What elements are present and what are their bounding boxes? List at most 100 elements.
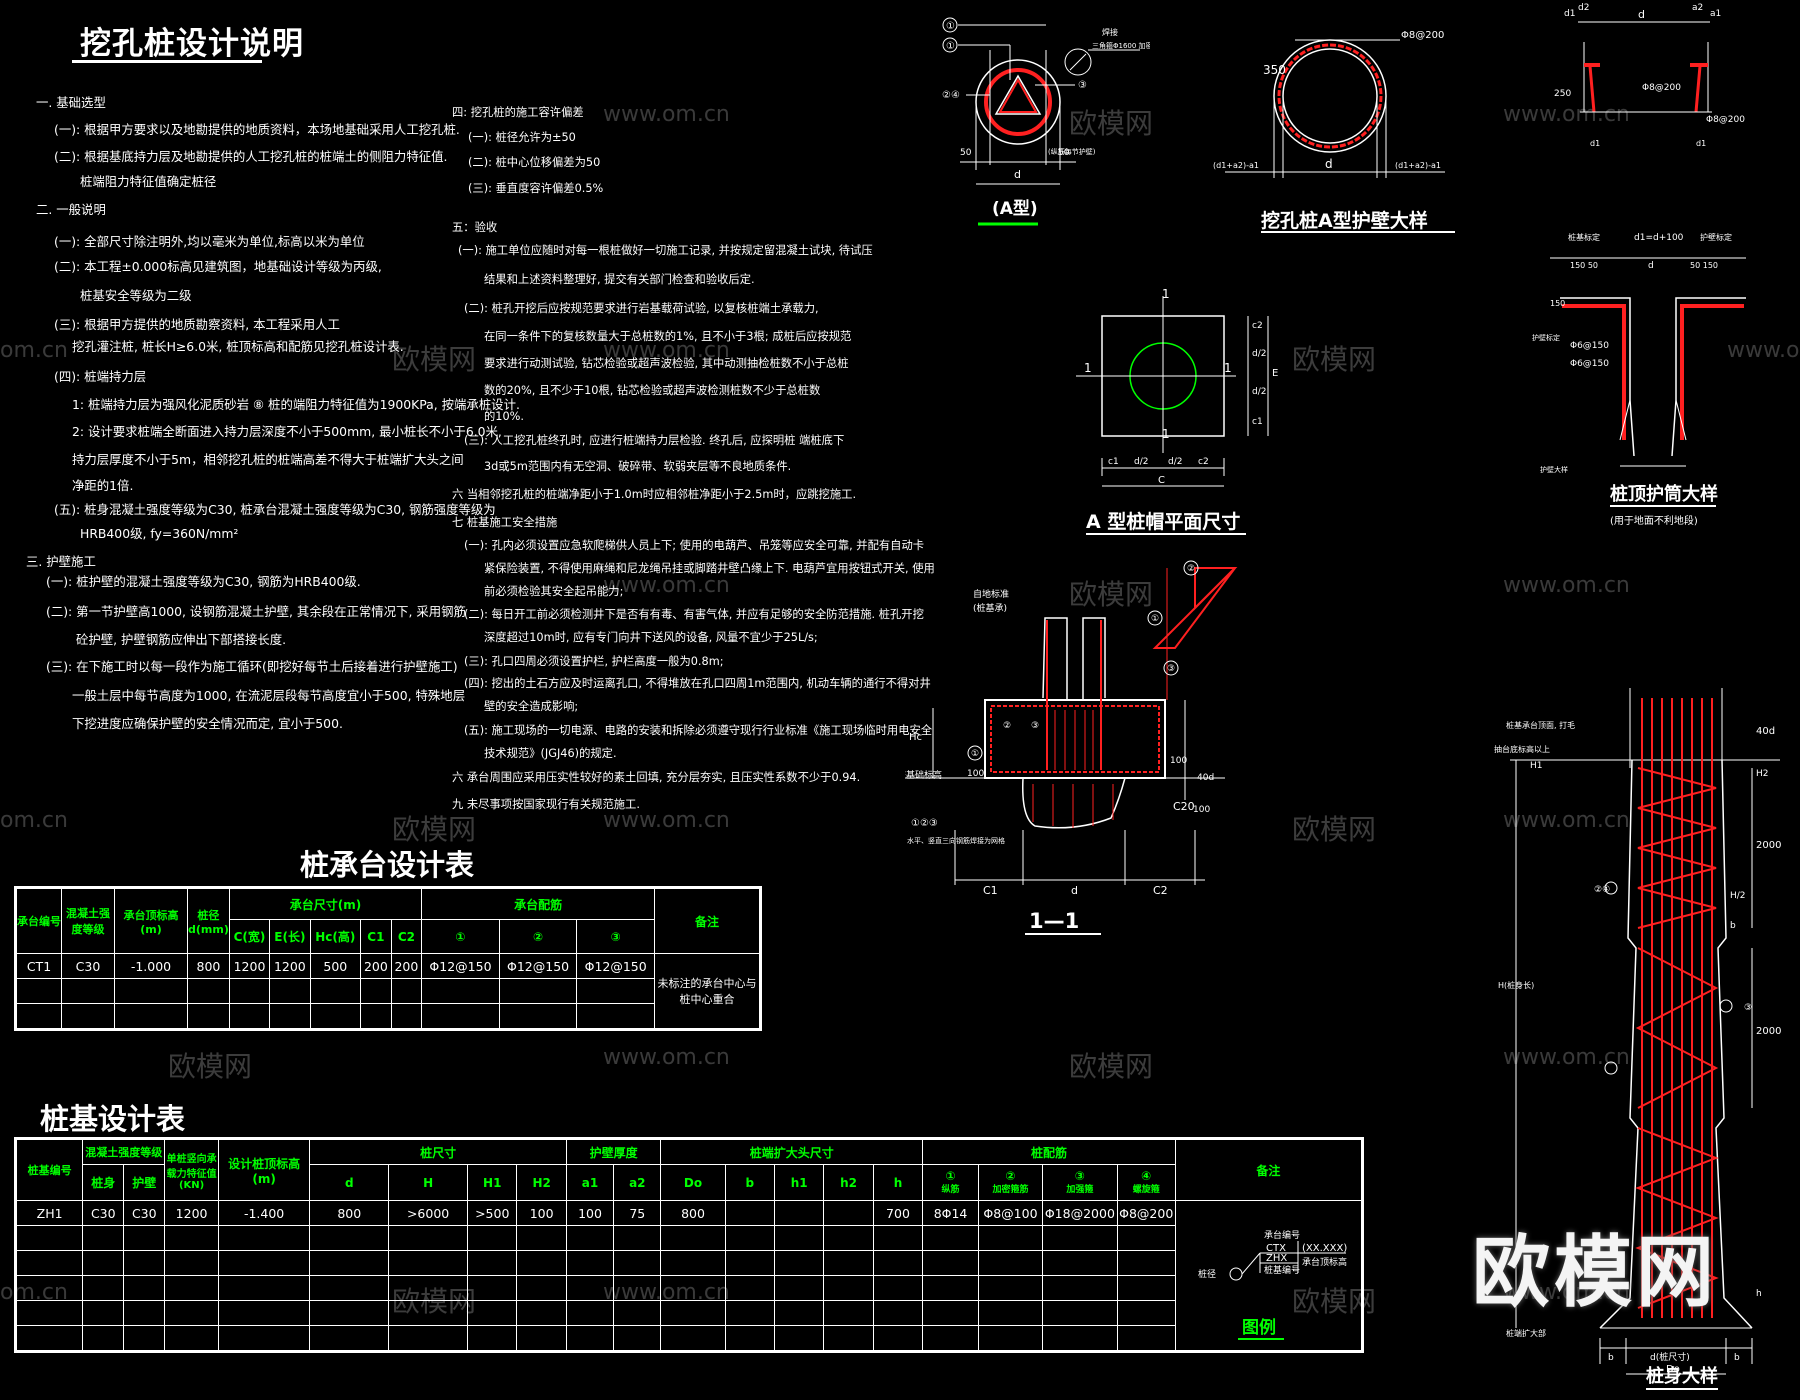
pile-sub: a2 [613,1164,662,1201]
watermark: www.om.cn [603,338,730,363]
pile-design-table: 桩基编号 混凝土强度等级 单桩竖向承载力特征值(KN) 设计桩顶标高(m) 桩尺… [14,1137,1364,1353]
cap-cell: 200 [390,953,423,979]
pile-label: Do [1666,1364,1680,1375]
cap-sub: C2 [390,919,423,954]
sec-label: d [1071,884,1078,897]
sec-label: Hc [909,732,922,743]
note-line: (三): 人工挖孔桩终孔时, 应进行桩端持力层检验. 终孔后, 应探明桩 端桩底… [464,434,845,447]
watermark: 欧模网 [1069,107,1154,140]
cap-col-no: 承台编号 [15,887,62,954]
note-line: 下挖进度应确保护壁的安全情况而定, 宜小于500. [72,716,343,731]
pile-table-title: 桩基设计表 [40,1102,186,1136]
pile-cell: 800 [309,1200,390,1226]
pile-cell: ZH1 [14,1200,84,1226]
a-label: 焊接 [1102,27,1118,37]
note-line: (四): 桩端持力层 [54,369,147,384]
legend-label: (XX.XXX) [1302,1243,1347,1254]
cap-label: 1 [1084,361,1092,375]
sec-label: 桩基础标高 [905,769,942,781]
watermark: www.om.cn [603,808,730,833]
watermark: www.om.cn [1503,1280,1630,1305]
pile-sub: H1 [467,1164,518,1201]
pile-label: ②④ [1594,885,1610,895]
note-line: (二): 第一节护壁高1000, 设钢筋混凝土护壁, 其余段在正常情况下, 采用… [46,604,466,619]
note-line: 结果和上述资料整理好, 提交有关部门检查和验收后定. [484,273,755,286]
note-line: (三): 孔口四周必须设置护栏, 护栏高度一般为0.8m; [464,655,724,668]
cap-col-remark: 备注 [654,887,761,954]
pile-label: H(桩身长) [1498,980,1534,990]
legend-title: 图例 [1242,1317,1276,1338]
watermark: 欧模网 [1292,343,1377,376]
note-line: 深度超过10m时, 应有专门向井下送风的设备, 风量不宜少于25L/s; [484,631,818,644]
wall-label: d [1325,157,1333,171]
top-sleeve-detail: d1 d2 d a2 a1 Φ8@200 Φ8@200 250 d1 d1 桩基… [1532,3,1746,527]
cap-label: c2 [1198,457,1209,467]
sec-label: C2 [1153,884,1168,897]
pile-label: 桩基承台顶面, 打毛 [1506,720,1575,730]
pile-body-detail: 桩基承台顶面, 打毛 抽台底标高以上 40d H1 H2 ②④ 2000 H/2… [1494,688,1781,1375]
watermark: 欧模网 [168,1050,253,1083]
sec-label: C1 [983,884,998,897]
cap-cell: 500 [309,953,362,979]
cap-label: c1 [1252,417,1263,427]
pile-legend-cell: 承台编号 CTX ZHX (XX.XXX) 桩基编号 承台顶标高 桩径 图例 [1174,1200,1364,1352]
pile-col-wall: 护壁厚度 [565,1138,662,1165]
pile-sub: h [872,1164,924,1201]
top-label: Φ8@200 [1642,83,1681,93]
pile-cell [773,1200,825,1226]
a-label: d [1014,168,1021,181]
a-label: 三角箍Φ1600 加密箍 [1092,41,1150,50]
note-line: 2: 设计要求桩端全断面进入持力层深度不小于500mm, 最小桩长不小于6.0米… [72,424,502,439]
cap-cell: Φ12@150 [421,953,500,979]
pile-sub: a1 [565,1164,615,1201]
cap-cell: Φ12@150 [498,953,578,979]
pile-col-no: 桩基编号 [14,1138,84,1201]
top-label: d1 [1564,9,1575,19]
site-logo: 欧模网 [1472,1228,1719,1318]
watermark: www.om.cn [603,1045,730,1070]
note-line: 数的20%, 且不少于10根, 钻芯检验或超声波检测桩数不少于总桩数 [484,384,821,397]
pile-cell [823,1200,874,1226]
cap-label: d/2 [1168,457,1182,467]
pile-cell: Φ18@2000 [1042,1200,1118,1226]
note-line: 桩基安全等级为二级 [80,288,192,303]
top-label: d [1638,8,1645,21]
pile-cell: C30 [82,1200,125,1226]
pile-cell: 75 [613,1200,662,1226]
note-line: 砼护壁, 护壁钢筋应伸出下部搭接长度. [76,632,287,647]
a-label: 50 [1058,148,1070,158]
note-line: 挖孔灌注桩, 桩长H≥6.0米, 桩顶标高和配筋见挖孔桩设计表. [72,339,404,354]
watermark: www.om.cn [603,102,730,127]
note-line: (一): 根据甲方要求以及地勘提供的地质资料，本场地基础采用人工挖孔桩. [54,122,460,137]
cap-plan-title: A 型桩帽平面尺寸 [1086,510,1240,533]
pile-cell: 700 [872,1200,924,1226]
sec-label: 100 [1193,805,1210,815]
note-line: (五): 施工现场的一切电源、电路的安装和拆除必须遵守现行行业标准《施工现场临时… [464,724,933,737]
pile-sub: h1 [773,1164,825,1201]
note-line: 七 桩基施工安全措施 [452,516,558,529]
top-label: Φ6@150 [1570,359,1609,369]
sec-label: 40d [1197,773,1214,783]
table-row: CT1 C30 -1.000 800 1200 1200 500 200 200… [15,953,761,1030]
pile-cell: Φ8@100 [977,1200,1044,1226]
watermark: 欧模网 [392,813,477,846]
pile-col-bell: 桩端扩大头尺寸 [660,1138,924,1165]
pile-col-size: 桩尺寸 [309,1138,567,1165]
cap-label: c1 [1108,457,1119,467]
pile-label: b [1608,1353,1614,1363]
note-line: (二): 本工程±0.000标高见建筑图，地基础设计等级为丙级, [54,259,382,274]
cap-design-table: 承台编号 混凝土强度等级 承台顶标高(m) 桩径d(mm) 承台尺寸(m) 承台… [14,886,762,1031]
cap-label: d/2 [1134,457,1148,467]
note-line: 持力层厚度不小于5m，相邻挖孔桩的桩端高差不得大于桩端扩大头之间 [72,452,464,467]
a-label: (纵筋每节护壁) [1048,147,1096,156]
wall-label: Φ8@200 [1401,30,1444,41]
watermark: www.om.cn [603,573,730,598]
pile-cell: C30 [123,1200,166,1226]
legend-label: 桩径 [1198,1268,1216,1280]
cap-cell: 1200 [269,953,311,979]
note-line: 紧保险装置, 不得使用麻绳和尼龙绳吊挂或脚踏井壁凸缘上下. 电葫芦宜用按钮式开关… [484,562,935,575]
pile-label: 2000 [1756,840,1781,851]
note-line: (三): 垂直度容许偏差0.5% [468,182,604,195]
note-line: 的10%. [484,410,524,423]
watermark: 欧模网 [392,343,477,376]
